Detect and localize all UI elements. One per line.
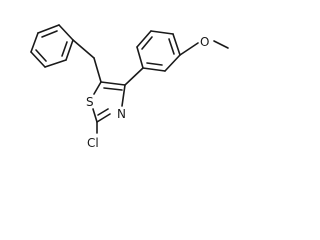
bond-c2-s1 xyxy=(92,108,98,123)
bond xyxy=(136,46,144,69)
bond-n3-c2 xyxy=(96,113,111,123)
double-bond-inner xyxy=(41,30,58,38)
oxygen-label: O xyxy=(200,35,209,49)
bond xyxy=(30,32,39,53)
sulfur-label: S xyxy=(86,95,94,109)
double-bond-c5-c4-inner xyxy=(103,87,123,91)
bond xyxy=(172,33,181,56)
ch2-bond-ring xyxy=(72,39,95,59)
methoxyphenyl-ring xyxy=(136,30,181,72)
bond-c4-n3 xyxy=(121,84,126,107)
bond xyxy=(37,24,60,34)
molecule-diagram: S N Cl O xyxy=(30,24,229,150)
chlorine-label: Cl xyxy=(87,136,99,150)
double-bond-n3-c2-inner xyxy=(97,108,109,116)
bond xyxy=(136,30,152,48)
double-bond-inner xyxy=(61,41,68,57)
double-bond-inner xyxy=(168,38,175,55)
thiazole-ring xyxy=(92,81,126,123)
double-bond-inner xyxy=(35,49,47,62)
bond-c5-c4 xyxy=(100,81,126,86)
double-bond-inner xyxy=(141,36,153,50)
bond-c4-aryl xyxy=(124,67,144,86)
bond xyxy=(150,30,174,35)
bond xyxy=(142,67,166,72)
phenyl-ring xyxy=(30,24,74,68)
bond-aryl-o xyxy=(179,42,199,56)
bond xyxy=(65,39,74,61)
bond xyxy=(30,51,46,68)
bond-o-methyl xyxy=(213,40,229,49)
nitrogen-label: N xyxy=(117,107,126,121)
double-bond-inner xyxy=(146,62,163,66)
ch2-bond-thiazole xyxy=(93,57,102,83)
bond xyxy=(44,59,67,68)
bond-s1-c5 xyxy=(93,81,102,95)
bond xyxy=(164,54,181,72)
bond xyxy=(58,24,74,41)
